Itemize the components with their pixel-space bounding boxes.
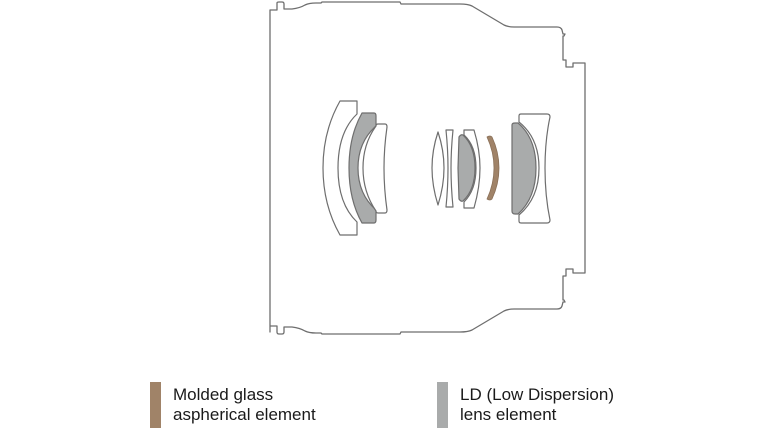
lens-element-9-ld bbox=[511, 122, 537, 215]
lens-construction-diagram bbox=[269, 1, 586, 335]
legend-label-line2: lens element bbox=[460, 405, 557, 424]
lens-barrel-outline bbox=[269, 1, 586, 335]
lens-element-8-aspherical bbox=[486, 135, 500, 201]
lens-element-7 bbox=[463, 129, 481, 209]
legend-label-line1: Molded glass bbox=[173, 385, 274, 404]
lens-element-3 bbox=[362, 123, 388, 214]
legend-label: Molded glass aspherical element bbox=[173, 382, 316, 425]
lens-element-4 bbox=[431, 131, 445, 206]
lens-element-1 bbox=[322, 100, 358, 236]
legend-item-molded-aspherical: Molded glass aspherical element bbox=[150, 382, 316, 428]
legend-item-ld-element: LD (Low Dispersion) lens element bbox=[437, 382, 614, 428]
molded-aspherical-swatch bbox=[150, 382, 161, 428]
ld-element-swatch bbox=[437, 382, 448, 428]
lens-element-10 bbox=[518, 113, 551, 224]
legend-label: LD (Low Dispersion) lens element bbox=[460, 382, 614, 425]
legend-label-line2: aspherical element bbox=[173, 405, 316, 424]
lens-element-6-ld bbox=[457, 134, 476, 202]
legend-label-line1: LD (Low Dispersion) bbox=[460, 385, 614, 404]
lens-element-5 bbox=[445, 129, 454, 208]
